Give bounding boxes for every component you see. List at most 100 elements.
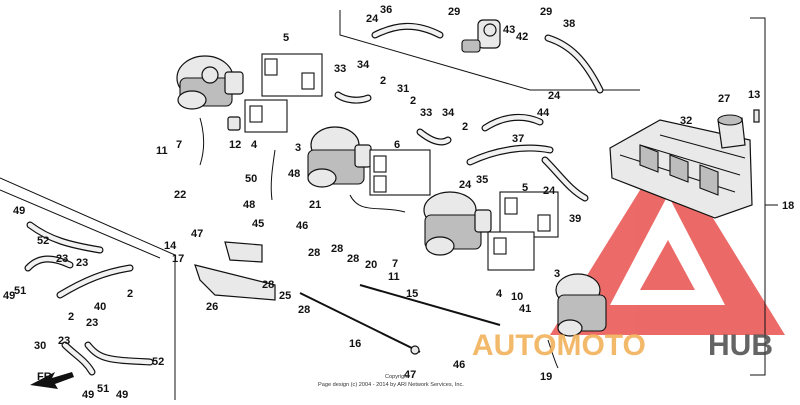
box-6: [369, 149, 431, 196]
hose-35: [466, 144, 554, 166]
callout-23b: 23: [76, 257, 88, 269]
callout-20: 20: [365, 259, 377, 271]
callout-17: 17: [172, 253, 184, 265]
callout-19: 19: [540, 371, 552, 383]
callout-26: 26: [206, 301, 218, 313]
callout-4: 4: [251, 139, 258, 151]
callout-12: 12: [229, 139, 241, 151]
watermark-brand-2: HUB: [708, 329, 773, 362]
callout-39: 39: [569, 213, 581, 225]
callout-15: 15: [406, 288, 418, 300]
callout-2c: 2: [127, 288, 133, 300]
callout-24c: 24: [459, 179, 472, 191]
box-5-right: [499, 191, 559, 238]
frame-lines: [0, 10, 778, 400]
callout-29b: 29: [540, 6, 552, 18]
callout-48: 48: [288, 168, 300, 180]
callout-29: 29: [448, 6, 460, 18]
callout-25: 25: [279, 290, 291, 302]
callout-7: 7: [176, 139, 182, 151]
box-5-top: [261, 53, 323, 97]
box-3-right: [487, 231, 535, 271]
callout-44: 44: [537, 107, 550, 119]
callout-32: 32: [680, 115, 692, 127]
callout-5b: 5: [522, 182, 528, 194]
shaft-15: [359, 284, 501, 326]
link-plate: [224, 241, 263, 263]
carburetor-4: [555, 273, 607, 337]
callout-2a: 2: [380, 75, 386, 87]
callout-23d: 23: [58, 335, 70, 347]
callout-51b: 51: [97, 383, 109, 395]
callout-2d: 2: [68, 311, 74, 323]
callout-18: 18: [782, 200, 794, 212]
hose-52-bottom: [84, 341, 154, 366]
part-12-filter: [227, 116, 241, 131]
copyright-block: Copyright Page design (c) 2004 - 2014 by…: [318, 374, 464, 388]
callout-33: 33: [334, 63, 346, 75]
callout-3: 3: [295, 142, 301, 154]
callout-27: 27: [718, 93, 730, 105]
callout-24b: 24: [548, 90, 561, 102]
callout-40: 40: [94, 301, 106, 313]
part-19-tube: [547, 339, 559, 369]
callout-52b: 52: [152, 356, 164, 368]
watermark-logo: [550, 145, 785, 335]
callout-34: 34: [357, 59, 370, 71]
callout-52a: 52: [37, 235, 49, 247]
callout-28a: 28: [308, 247, 320, 259]
part-27-boot: [717, 114, 746, 149]
callout-1: 2: [462, 121, 468, 133]
direction-label: FR.: [37, 371, 55, 383]
hose-52-top: [26, 221, 104, 254]
callout-10: 10: [511, 291, 523, 303]
air-box-32: [609, 119, 753, 219]
callout-13: 13: [748, 89, 760, 101]
callout-34b: 34: [442, 107, 455, 119]
hose-39: [541, 156, 589, 202]
watermark-brand-1: AUTOMOTO: [472, 329, 646, 362]
callout-49b: 49: [3, 290, 15, 302]
callout-4b: 4: [496, 288, 503, 300]
callout-43: 43: [503, 24, 515, 36]
box-3-top: [244, 99, 288, 133]
callout-24d: 24: [543, 185, 556, 197]
callout-47: 47: [191, 228, 203, 240]
callout-41: 41: [519, 303, 531, 315]
callout-21: 21: [309, 199, 321, 211]
callout-labels: 24 36 29 43 42 29 38 24 5 33 34 2 31 2 3…: [3, 4, 794, 401]
callout-49d: 49: [116, 389, 128, 401]
copyright-head: Copyright: [385, 374, 409, 380]
hose-37: [481, 113, 544, 132]
callout-7b: 7: [392, 258, 398, 270]
callout-23c: 23: [86, 317, 98, 329]
callout-51a: 51: [14, 285, 26, 297]
shaft-16: [299, 292, 421, 355]
hose-36: [371, 22, 444, 39]
callout-48b: 48: [243, 199, 255, 211]
hose-40: [56, 264, 134, 299]
callout-16: 16: [349, 338, 361, 350]
carburetor-3: [423, 191, 492, 256]
carburetor-2: [307, 126, 372, 188]
callout-46b: 46: [453, 359, 465, 371]
callout-42: 42: [516, 31, 528, 43]
copyright-text: Page design (c) 2004 - 2014 by ARI Netwo…: [318, 382, 464, 388]
callout-22: 22: [174, 189, 186, 201]
part-43-pump: [461, 19, 501, 53]
callout-2b: 2: [410, 95, 416, 107]
callout-30: 30: [34, 340, 46, 352]
callout-6: 6: [394, 139, 400, 151]
hose-33: [334, 91, 372, 104]
callout-28b: 28: [331, 243, 343, 255]
callout-35: 35: [476, 174, 488, 186]
callout-11: 11: [156, 145, 168, 157]
callout-37: 37: [512, 133, 524, 145]
part-50-tube: [270, 149, 276, 201]
callout-46: 46: [296, 220, 308, 232]
callout-28c: 28: [347, 253, 359, 265]
callout-49a: 49: [13, 205, 25, 217]
tube-23-bottom: [61, 341, 96, 376]
callout-28d: 28: [262, 279, 274, 291]
carburetor-1: [176, 55, 244, 110]
